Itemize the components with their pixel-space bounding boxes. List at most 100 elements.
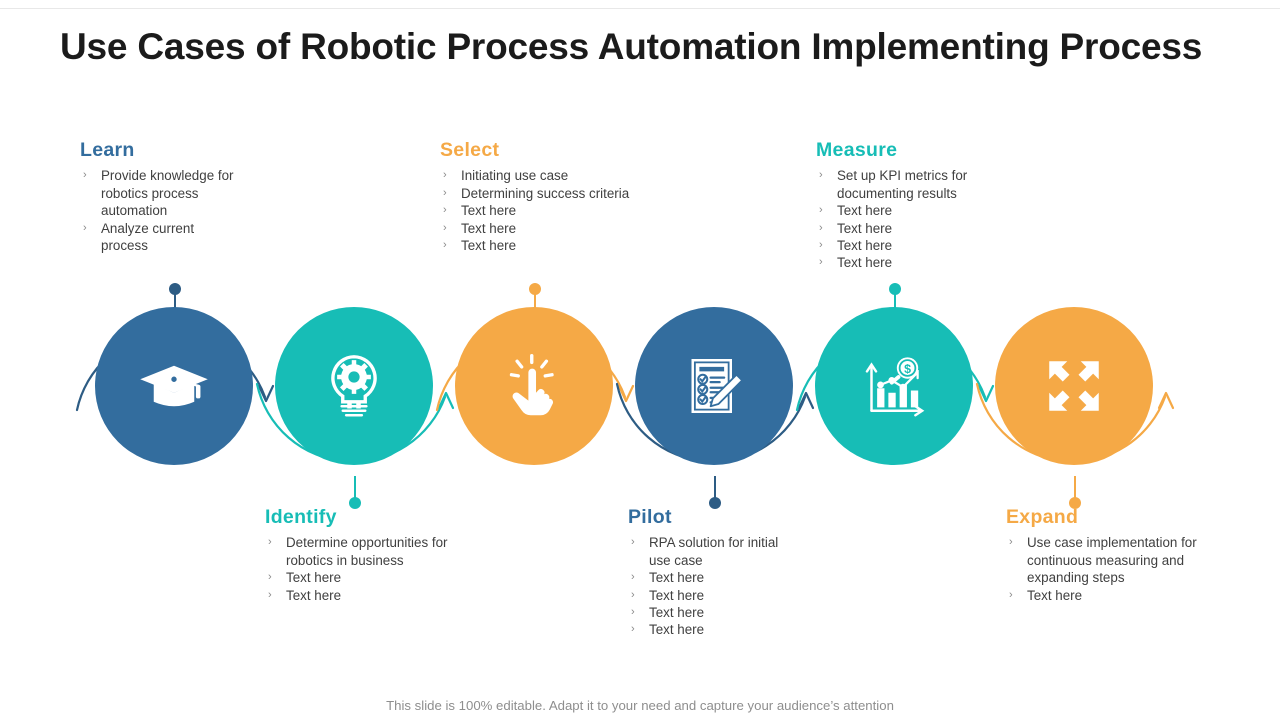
chevron-right-icon: ›: [443, 221, 447, 234]
chevron-right-icon: ›: [819, 256, 823, 269]
process-node-pilot[interactable]: [610, 282, 840, 512]
graduation-cap-icon: [140, 365, 208, 407]
circle-identify[interactable]: [275, 307, 433, 465]
process-node-learn[interactable]: [70, 282, 300, 512]
list-item: › Text here: [816, 254, 1021, 271]
chevron-right-icon: ›: [443, 169, 447, 182]
list-item: › Text here: [628, 621, 803, 638]
heading-pilot: Pilot: [628, 506, 672, 528]
process-node-expand[interactable]: [970, 282, 1200, 512]
list-item: › Text here: [265, 569, 490, 586]
list-item: › Text here: [440, 220, 630, 237]
bullet-text: Determining success criteria: [461, 185, 630, 201]
chevron-right-icon: ›: [1009, 588, 1013, 601]
text-block-pilot: Pilot › RPA solution for initial use cas…: [628, 506, 803, 639]
list-item: › RPA solution for initial use case: [628, 534, 803, 569]
bullet-text: Text here: [649, 587, 705, 603]
bullet-list-expand: › Use case implementation for continuous…: [1006, 534, 1206, 604]
chevron-right-icon: ›: [819, 239, 823, 252]
bullet-list-select: › Initiating use case › Determining succ…: [440, 167, 630, 254]
heading-select: Select: [440, 139, 500, 161]
footer-note: This slide is 100% editable. Adapt it to…: [386, 698, 894, 713]
top-divider: [0, 0, 1280, 9]
bullet-text: Determine opportunities for robotics in …: [286, 535, 448, 568]
bullet-list-learn: › Provide knowledge for robotics process…: [80, 167, 240, 254]
bullet-text: Text here: [837, 255, 893, 271]
bullet-text: Initiating use case: [461, 168, 569, 184]
chevron-right-icon: ›: [631, 588, 635, 601]
list-item: › Text here: [440, 237, 630, 254]
bullet-text: Text here: [461, 220, 517, 236]
list-item: › Text here: [816, 202, 1021, 219]
chevron-right-icon: ›: [1009, 536, 1013, 549]
list-item: › Initiating use case: [440, 167, 630, 184]
chevron-right-icon: ›: [819, 204, 823, 217]
heading-identify: Identify: [265, 506, 337, 528]
circle-select[interactable]: [455, 307, 613, 465]
list-item: › Text here: [265, 587, 490, 604]
list-item: › Text here: [816, 237, 1021, 254]
heading-learn: Learn: [80, 139, 135, 161]
bullet-text: Text here: [286, 587, 342, 603]
chevron-right-icon: ›: [819, 169, 823, 182]
list-item: › Text here: [628, 569, 803, 586]
bullet-text: RPA solution for initial use case: [649, 535, 779, 568]
chevron-right-icon: ›: [83, 221, 87, 234]
svg-text:$: $: [904, 362, 911, 376]
process-node-identify[interactable]: [250, 282, 480, 512]
bullet-text: Provide knowledge for robotics process a…: [101, 168, 234, 219]
bullet-text: Text here: [837, 203, 893, 219]
chevron-right-icon: ›: [268, 571, 272, 584]
bullet-text: Use case implementation for continuous m…: [1027, 535, 1197, 586]
bullet-text: Text here: [1027, 587, 1083, 603]
chevron-right-icon: ›: [443, 186, 447, 199]
bullet-text: Text here: [649, 605, 705, 621]
bullet-text: Set up KPI metrics for documenting resul…: [837, 168, 968, 201]
circle-pilot[interactable]: [635, 307, 793, 465]
text-block-measure: Measure › Set up KPI metrics for documen…: [816, 139, 1021, 272]
bullet-list-pilot: › RPA solution for initial use case › Te…: [628, 534, 803, 638]
bullet-text: Text here: [649, 570, 705, 586]
page-title: Use Cases of Robotic Process Automation …: [60, 26, 1203, 67]
circle-measure[interactable]: $: [815, 307, 973, 465]
list-item: › Text here: [628, 604, 803, 621]
process-node-row: $: [0, 282, 1280, 512]
chevron-right-icon: ›: [819, 221, 823, 234]
process-node-select[interactable]: [430, 282, 660, 512]
bullet-text: Text here: [286, 570, 342, 586]
chevron-right-icon: ›: [268, 588, 272, 601]
bullet-list-identify: › Determine opportunities for robotics i…: [265, 534, 490, 604]
chevron-right-icon: ›: [631, 606, 635, 619]
list-item: › Determining success criteria: [440, 185, 630, 202]
bullet-text: Text here: [461, 203, 517, 219]
chevron-right-icon: ›: [443, 239, 447, 252]
connector-arc-expand: [975, 382, 1175, 509]
expand-arrows-icon: [1049, 361, 1099, 411]
bullet-list-measure: › Set up KPI metrics for documenting res…: [816, 167, 1021, 271]
chevron-right-icon: ›: [268, 536, 272, 549]
list-item: › Text here: [1006, 587, 1206, 604]
chevron-right-icon: ›: [443, 204, 447, 217]
heading-expand: Expand: [1006, 506, 1079, 528]
pointing-hand-click-icon: [509, 353, 554, 416]
text-block-expand: Expand › Use case implementation for con…: [1006, 506, 1206, 604]
heading-measure: Measure: [816, 139, 898, 161]
bullet-text: Text here: [837, 220, 893, 236]
circle-expand[interactable]: [995, 307, 1153, 465]
process-node-measure[interactable]: $: [790, 282, 1020, 512]
list-item: › Text here: [816, 220, 1021, 237]
bullet-text: Text here: [649, 622, 705, 638]
list-item: › Text here: [440, 202, 630, 219]
checklist-pen-icon: [691, 359, 744, 413]
list-item: › Text here: [628, 587, 803, 604]
list-item: › Use case implementation for continuous…: [1006, 534, 1206, 586]
list-item: › Determine opportunities for robotics i…: [265, 534, 490, 569]
circle-learn[interactable]: [95, 307, 253, 465]
chevron-right-icon: ›: [631, 536, 635, 549]
text-block-learn: Learn › Provide knowledge for robotics p…: [80, 139, 240, 254]
list-item: › Analyze current process: [80, 220, 240, 255]
list-item: › Provide knowledge for robotics process…: [80, 167, 240, 219]
text-block-select: Select › Initiating use case › Determini…: [440, 139, 630, 254]
bullet-text: Text here: [461, 238, 517, 254]
